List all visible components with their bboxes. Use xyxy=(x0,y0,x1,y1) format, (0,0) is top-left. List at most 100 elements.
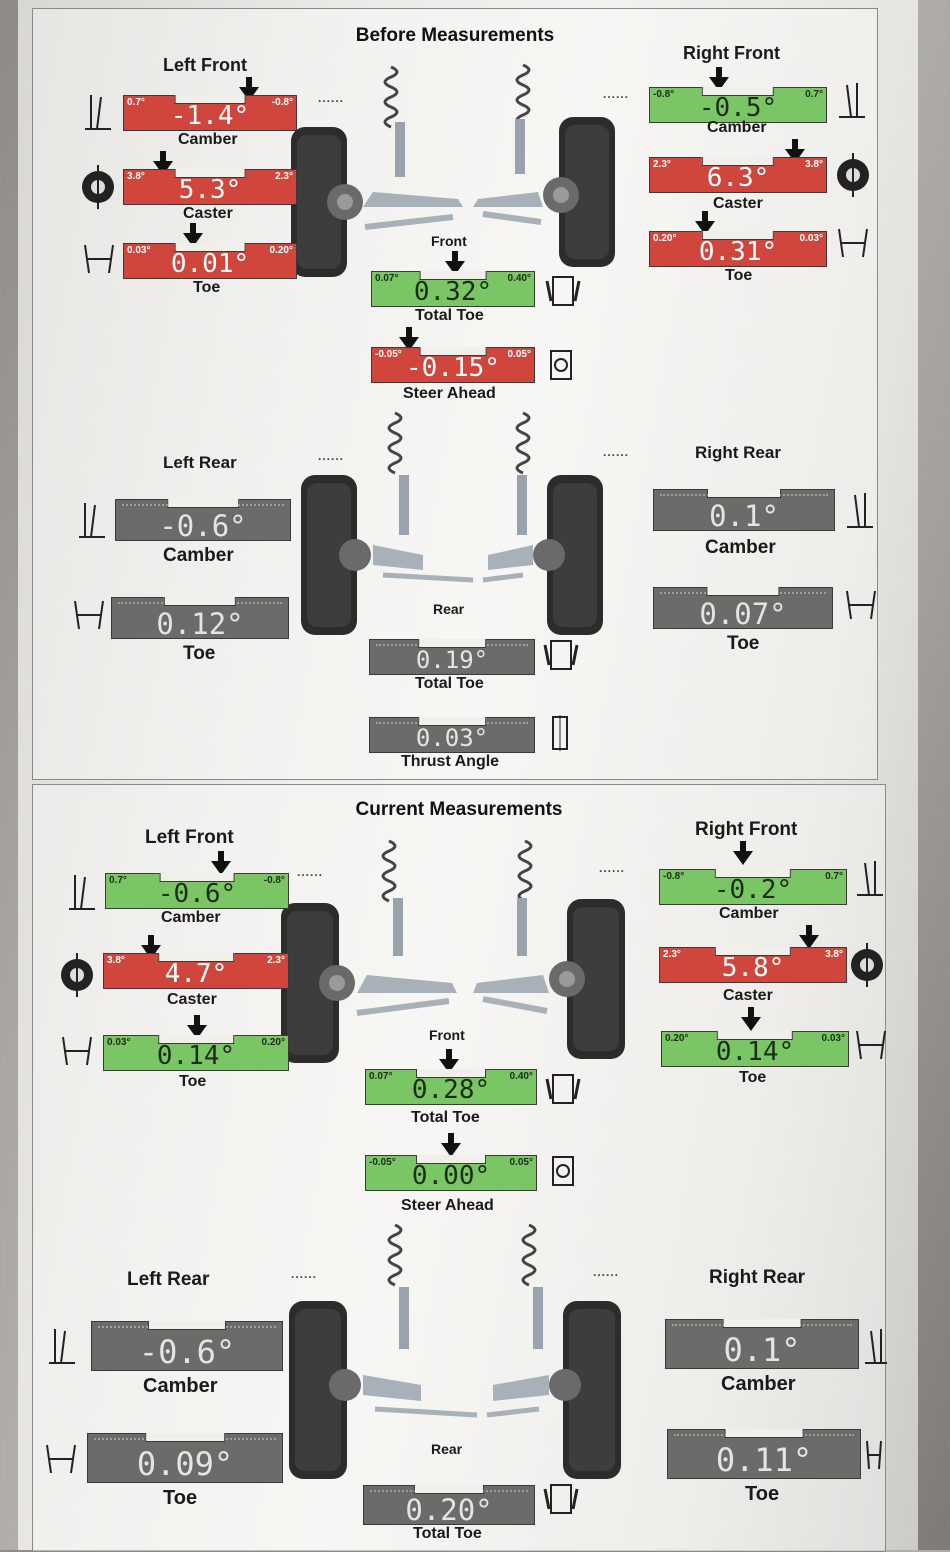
vehicle-toe-icon xyxy=(543,1484,579,1514)
separator-dots: ...... xyxy=(318,449,345,463)
front-total-toe-value: 0.32° xyxy=(413,277,493,307)
left-rear-label: Left Rear xyxy=(163,453,237,472)
range-min: -0.05° xyxy=(369,1157,396,1168)
toe-icon xyxy=(74,600,104,630)
front-total-toe-value: 0.28° xyxy=(411,1075,491,1105)
toe-icon xyxy=(846,590,876,620)
rear-label: Rear xyxy=(433,601,465,617)
lf-camber-gauge: 0.7° -0.8° -0.6° xyxy=(105,873,289,909)
current-measurements-panel: Current Measurements ...... ...... Left … xyxy=(32,784,887,1552)
right-rear-label: Right Rear xyxy=(709,1267,806,1288)
range-max: 0.7° xyxy=(825,871,843,882)
toe-icon xyxy=(838,228,868,258)
toe-caption: Toe xyxy=(725,267,753,284)
total-toe-caption: Total Toe xyxy=(415,307,484,324)
steer-ahead-caption: Steer Ahead xyxy=(401,1197,494,1214)
total-toe-caption: Total Toe xyxy=(415,675,484,692)
rf-toe-gauge: 0.20° 0.03° 0.31° xyxy=(649,231,827,267)
range-max: 0.40° xyxy=(509,1071,533,1082)
rf-caster-value: 5.8° xyxy=(721,953,785,983)
indicator-arrow xyxy=(733,841,753,865)
range-max: 0.03° xyxy=(821,1033,845,1044)
right-front-label: Right Front xyxy=(695,819,798,840)
rf-camber-gauge: -0.8° 0.7° -0.2° xyxy=(659,869,847,905)
lr-camber-gauge: -0.6° xyxy=(91,1321,283,1371)
camber-icon xyxy=(85,95,111,130)
range-min: 0.07° xyxy=(375,273,399,284)
caster-caption: Caster xyxy=(183,205,233,222)
range-max: 0.03° xyxy=(799,233,823,244)
camber-caption: Camber xyxy=(705,537,776,558)
lf-toe-gauge: 0.03° 0.20° 0.14° xyxy=(103,1035,289,1071)
range-min: 3.8° xyxy=(107,955,125,966)
steer-ahead-gauge: -0.05° 0.05° -0.15° xyxy=(371,347,535,383)
caster-caption: Caster xyxy=(167,991,217,1008)
range-min: -0.05° xyxy=(375,349,402,360)
range-min: 0.07° xyxy=(369,1071,393,1082)
rear-label: Rear xyxy=(431,1441,463,1457)
rear-suspension-illustration xyxy=(289,1223,621,1479)
separator-dots: ...... xyxy=(603,445,630,459)
indicator-arrow xyxy=(441,1133,461,1157)
range-min: 2.3° xyxy=(663,949,681,960)
rf-camber-value: -0.5° xyxy=(698,93,778,123)
range-max: 0.20° xyxy=(261,1037,285,1048)
separator-dots: ...... xyxy=(318,91,345,105)
range-max: 0.7° xyxy=(805,89,823,100)
steering-icon xyxy=(552,1156,574,1186)
camber-icon xyxy=(839,83,865,118)
range-max: 2.3° xyxy=(275,171,293,182)
vehicle-toe-icon xyxy=(545,1074,581,1104)
rr-toe-value: 0.07° xyxy=(699,597,787,631)
caster-wheel-icon xyxy=(61,953,93,997)
range-min: 2.3° xyxy=(653,159,671,170)
lf-toe-value: 0.01° xyxy=(170,249,250,279)
range-min: 0.03° xyxy=(127,245,151,256)
lf-caster-value: 4.7° xyxy=(164,959,228,989)
front-label: Front xyxy=(429,1027,465,1043)
camber-caption: Camber xyxy=(161,909,221,926)
thrust-angle-value: 0.03° xyxy=(415,724,489,752)
panel-title: Current Measurements xyxy=(355,799,563,820)
toe-caption: Toe xyxy=(183,643,216,664)
lf-caster-gauge: 3.8° 2.3° 4.7° xyxy=(103,953,289,989)
toe-caption: Toe xyxy=(193,279,221,296)
toe-icon xyxy=(46,1444,76,1474)
toe-icon xyxy=(856,1030,886,1060)
range-max: -0.8° xyxy=(263,875,285,886)
vehicle-toe-icon xyxy=(543,640,579,670)
camber-icon xyxy=(79,503,105,538)
lf-camber-value: -0.6° xyxy=(157,879,237,909)
range-max: 0.05° xyxy=(507,349,531,360)
lf-camber-gauge: 0.7° -0.8° -1.4° xyxy=(123,95,297,131)
front-total-toe-gauge: 0.07° 0.40° 0.32° xyxy=(371,271,535,307)
camber-caption: Camber xyxy=(163,545,234,566)
caster-wheel-icon xyxy=(837,153,869,197)
total-toe-caption: Total Toe xyxy=(411,1109,480,1126)
rear-total-toe-gauge: 0.19° xyxy=(369,639,535,675)
range-min: 0.20° xyxy=(665,1033,689,1044)
indicator-arrow xyxy=(799,925,819,949)
rr-camber-gauge: 0.1° xyxy=(665,1319,859,1369)
range-max: 0.40° xyxy=(507,273,531,284)
range-min: 0.7° xyxy=(109,875,127,886)
indicator-arrow xyxy=(211,851,231,875)
range-min: -0.8° xyxy=(663,871,685,882)
separator-dots: ...... xyxy=(603,87,630,101)
toe-icon xyxy=(866,1440,882,1470)
camber-caption: Camber xyxy=(719,905,779,922)
camber-caption: Camber xyxy=(143,1375,218,1397)
left-front-label: Left Front xyxy=(145,827,234,848)
camber-icon xyxy=(69,875,95,910)
camber-icon xyxy=(865,1329,887,1364)
front-label: Front xyxy=(431,233,467,249)
separator-dots: ...... xyxy=(599,861,626,875)
camber-icon xyxy=(847,493,873,528)
lf-camber-value: -1.4° xyxy=(170,101,250,131)
lr-camber-gauge: -0.6° xyxy=(115,499,291,541)
range-min: -0.8° xyxy=(653,89,675,100)
camber-caption: Camber xyxy=(178,131,238,148)
toe-caption: Toe xyxy=(745,1483,780,1505)
toe-caption: Toe xyxy=(179,1073,207,1090)
total-toe-caption: Total Toe xyxy=(413,1525,482,1542)
